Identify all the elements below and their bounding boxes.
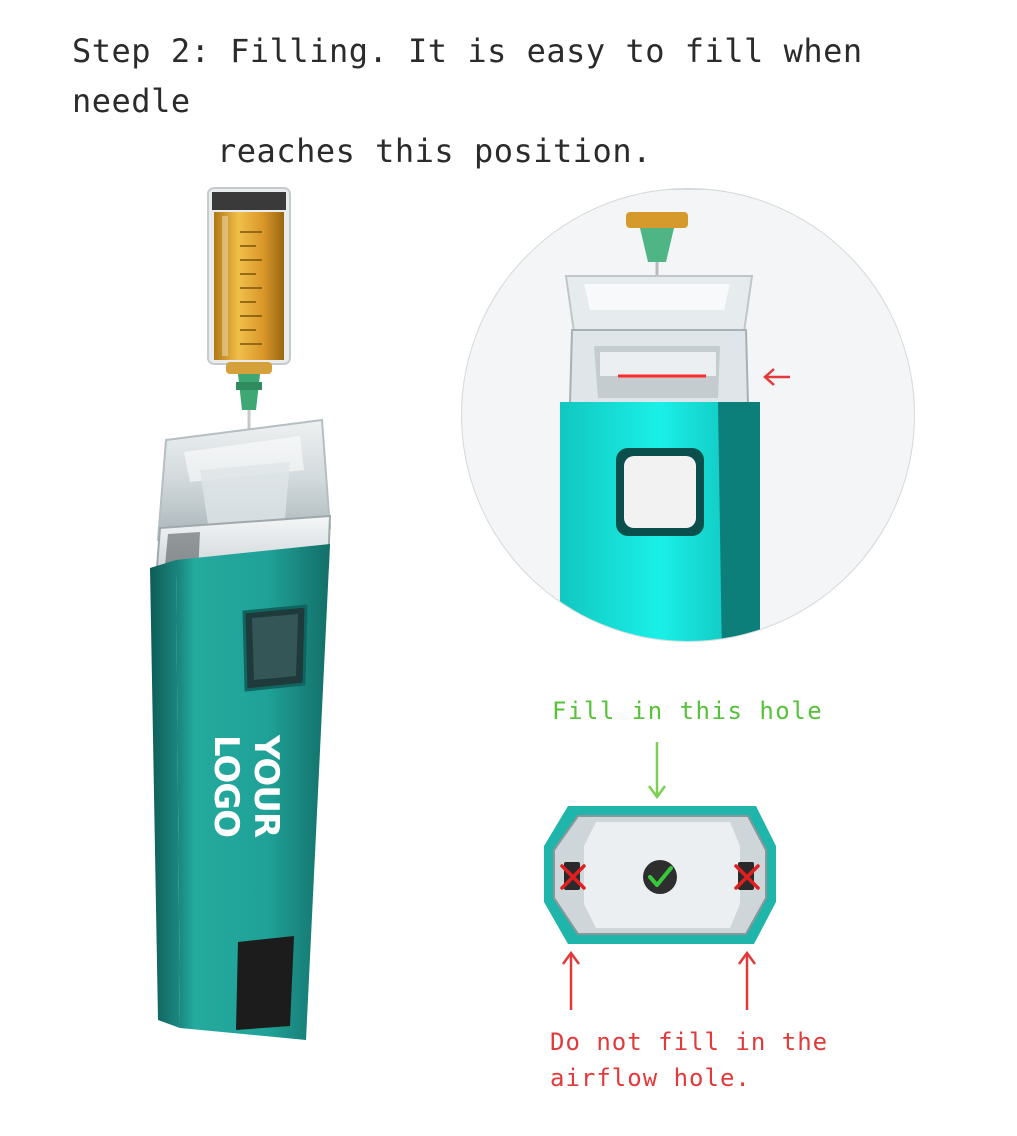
fill-arrow-icon bbox=[647, 742, 667, 800]
heading-line-1: Step 2: Filling. It is easy to fill when… bbox=[72, 32, 863, 120]
airflow-warning-line-1: Do not fill in the bbox=[550, 1028, 829, 1056]
device-illustration bbox=[150, 187, 332, 1040]
airflow-arrow-right-icon bbox=[737, 950, 757, 1010]
heading-line-2: reaches this position. bbox=[217, 132, 652, 170]
x-mark-icon bbox=[560, 864, 586, 890]
device-logo-text: YOUR LOGO bbox=[206, 734, 286, 838]
top-view-illustration bbox=[544, 806, 776, 944]
airflow-warning-line-2: airflow hole. bbox=[550, 1064, 751, 1092]
page-heading: Step 2: Filling. It is easy to fill when… bbox=[72, 26, 992, 176]
x-mark-icon bbox=[734, 864, 760, 890]
fill-hole-label: Fill in this hole bbox=[552, 697, 824, 725]
check-icon bbox=[648, 866, 673, 887]
zoom-detail bbox=[462, 190, 914, 641]
airflow-warning-label: Do not fill in the airflow hole. bbox=[550, 1024, 870, 1096]
airflow-arrow-left-icon bbox=[561, 950, 581, 1010]
position-arrow-icon bbox=[763, 368, 790, 386]
